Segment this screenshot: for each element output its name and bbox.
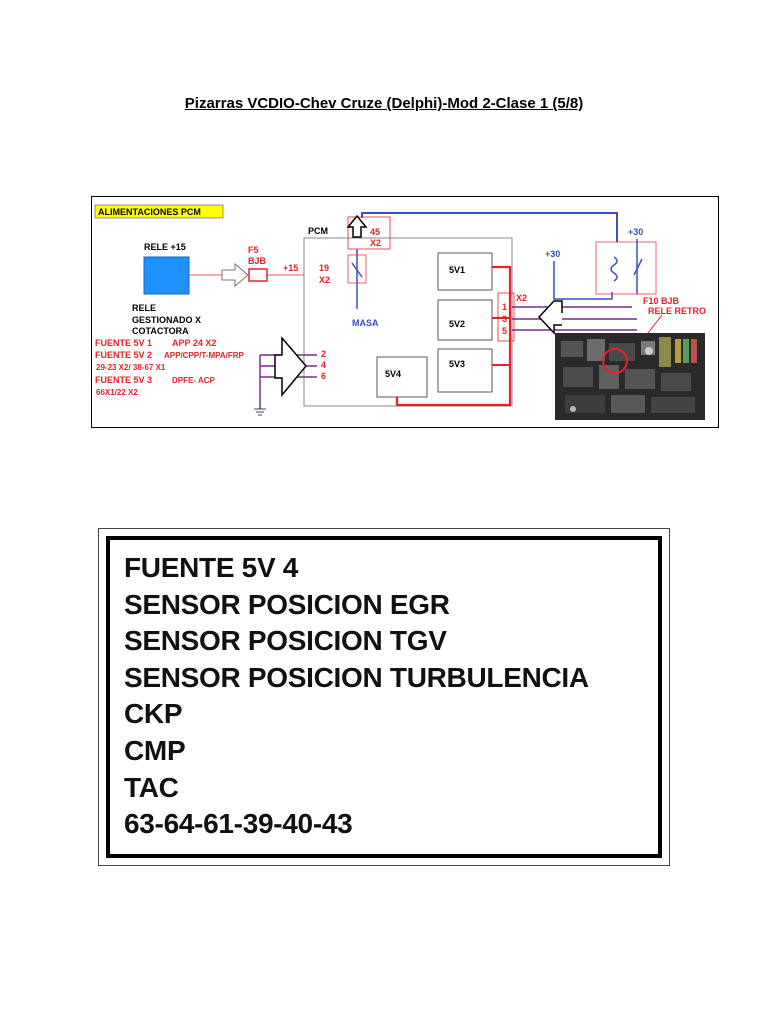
sensor-line-8: 63-64-61-39-40-43 [124, 808, 353, 840]
source-2-name: FUENTE 5V 2 [95, 350, 152, 360]
source-3-pins: 66X1/22 X2 [96, 388, 138, 397]
switch-contact [351, 262, 363, 278]
relay-caption-1: RELE [132, 303, 156, 313]
regulator-5v1-label: 5V1 [449, 265, 465, 275]
left-pin-2: 2 [321, 349, 326, 359]
relay-caption-2: GESTIONADO X [132, 315, 201, 325]
relay-arrow [221, 262, 249, 288]
plus30-b: +30 [545, 249, 560, 259]
diagram-canvas: ALIMENTACIONES PCM PCM RELE +15 RELE GES… [94, 204, 706, 416]
relay-15-box [143, 256, 190, 295]
sensor-list-frame: FUENTE 5V 4 SENSOR POSICION EGR SENSOR P… [106, 536, 662, 858]
regulator-5v3 [437, 348, 493, 393]
switch-box [347, 254, 367, 284]
regulator-5v4 [376, 356, 428, 398]
source-3-name: FUENTE 5V 3 [95, 375, 152, 385]
sensor-line-7: TAC [124, 771, 179, 803]
x2-arrow [537, 300, 563, 335]
source-1-detail: APP 24 X2 [172, 338, 216, 348]
source-3-detail: DPFE- ACP [172, 376, 215, 385]
x2-connector-label: X2 [516, 293, 527, 303]
left-arrow [274, 335, 307, 398]
x2-pin-1: 1 [502, 302, 507, 312]
connector-19-conn: X2 [319, 275, 330, 285]
masa-label: MASA [352, 318, 379, 328]
sensor-line-2: SENSOR POSICION EGR [124, 588, 450, 620]
connector-45-conn: X2 [370, 238, 381, 248]
sensor-list-box: FUENTE 5V 4 SENSOR POSICION EGR SENSOR P… [98, 528, 670, 866]
up-arrow [346, 214, 368, 238]
sensor-line-3: SENSOR POSICION TGV [124, 625, 447, 657]
fuse-box-photo-art [555, 333, 705, 420]
fuse-f5-box: BJB [248, 256, 267, 266]
plus15-label: +15 [283, 263, 298, 273]
plus30-a: +30 [628, 227, 643, 237]
relay-15-title: RELE +15 [144, 242, 186, 252]
sensor-line-4: SENSOR POSICION TURBULENCIA [124, 661, 589, 693]
left-pin-4: 4 [321, 360, 326, 370]
connector-45-pin: 45 [370, 227, 380, 237]
blue-line-plus30 [553, 261, 613, 300]
header-label-bg [94, 204, 224, 219]
relay-retro-coil [610, 256, 618, 282]
x2-pin-3: 3 [502, 314, 507, 324]
fuse-box-photo [555, 333, 705, 420]
relay-retro-box [595, 241, 657, 295]
pcm-label: PCM [308, 226, 328, 236]
sensor-line-5: CKP [124, 698, 183, 730]
regulator-5v2-label: 5V2 [449, 319, 465, 329]
header-label: ALIMENTACIONES PCM [98, 207, 201, 217]
relay-caption-3: COTACTORA [132, 326, 189, 336]
source-2-pins: 29-23 X2/ 38-67 X1 [96, 363, 166, 372]
source-2-detail: APP/CPP/T-MPA/FRP [164, 351, 245, 360]
left-pin-6: 6 [321, 371, 326, 381]
connector-45-box [347, 216, 391, 250]
regulator-5v4-label: 5V4 [385, 369, 401, 379]
fuse-f10-label: F10 BJB [643, 296, 680, 306]
regulator-5v3-label: 5V3 [449, 359, 465, 369]
sensor-list: FUENTE 5V 4 SENSOR POSICION EGR SENSOR P… [124, 550, 589, 843]
connector-19-pin: 19 [319, 263, 329, 273]
rele-retro-label: RELE RETRO [648, 306, 706, 316]
x2-pin-5: 5 [502, 326, 507, 336]
red-path-5v1 [395, 265, 512, 407]
pcm-power-diagram: ALIMENTACIONES PCM PCM RELE +15 RELE GES… [91, 196, 719, 428]
fuse-f5 [248, 268, 268, 282]
page-title: Pizarras VCDIO-Chev Cruze (Delphi)-Mod 2… [184, 95, 584, 112]
fuse-f5-name: F5 [248, 245, 259, 255]
source-1-name: FUENTE 5V 1 [95, 338, 152, 348]
sensor-line-1: FUENTE 5V 4 [124, 552, 299, 583]
blue-power-line [361, 212, 618, 242]
x2-connector-box [497, 292, 515, 342]
regulator-5v2 [437, 299, 493, 341]
regulator-5v1 [437, 252, 493, 291]
relay-retro-contact [633, 258, 643, 276]
sensor-line-6: CMP [124, 734, 186, 766]
